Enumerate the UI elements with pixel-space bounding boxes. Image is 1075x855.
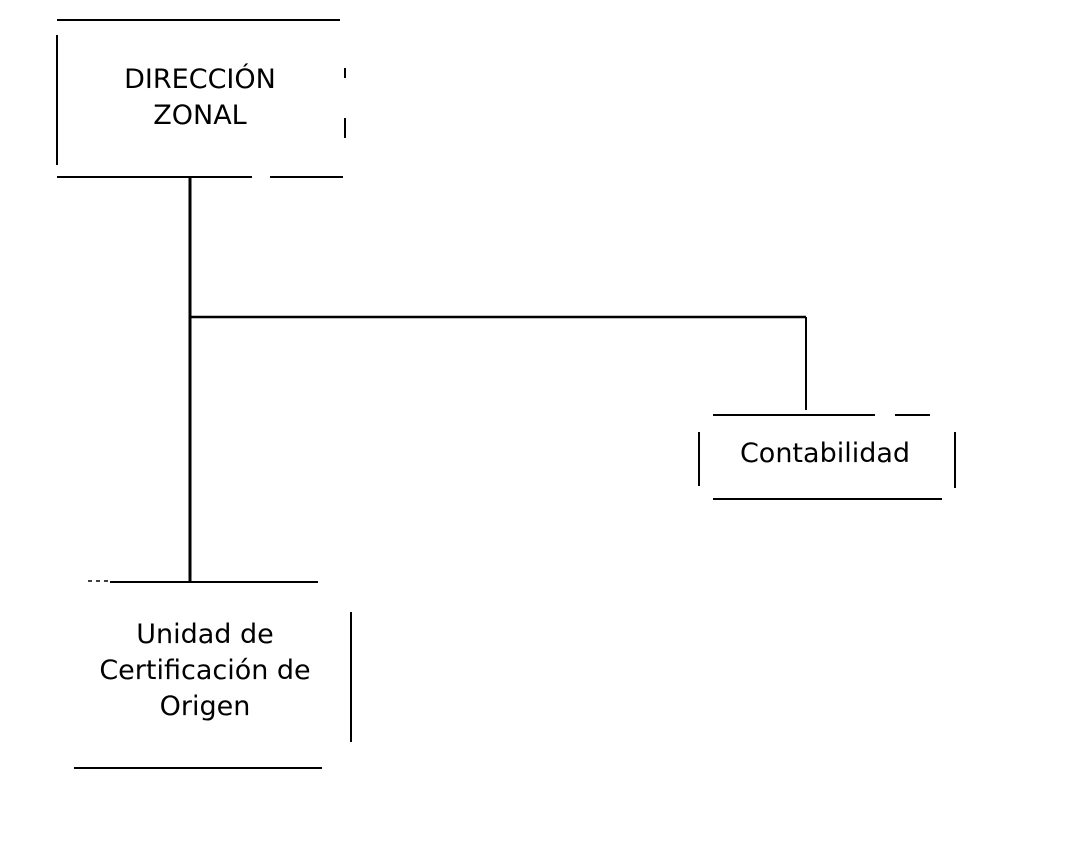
node-direccion-zonal-label: DIRECCIÓN ZONAL bbox=[124, 64, 276, 131]
node-contabilidad-label: Contabilidad bbox=[739, 438, 911, 469]
box-unidad-certificacion bbox=[74, 580, 352, 769]
connectors bbox=[188, 178, 807, 582]
box-direccion-zonal bbox=[56, 19, 346, 178]
node-unidad-certificacion-label: Unidad de Certificación de Origen bbox=[99, 619, 311, 722]
box-contabilidad bbox=[698, 414, 956, 500]
